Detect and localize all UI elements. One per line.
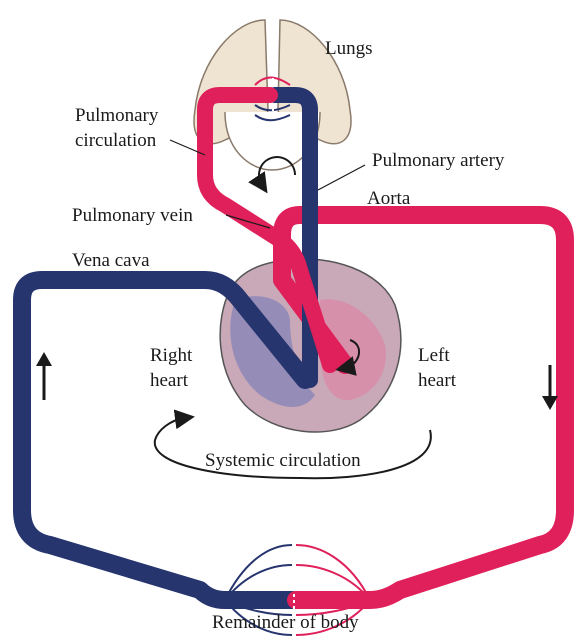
down-arrow-icon [542, 365, 558, 410]
right-heart-label-line2: heart [150, 370, 188, 392]
lungs-label: Lungs [325, 38, 373, 60]
left-heart-label-line1: Left [418, 345, 450, 367]
systemic-venous-vessel [22, 280, 305, 600]
pulmonary-circulation-label-line2: circulation [75, 130, 156, 152]
aorta-label: Aorta [367, 188, 410, 210]
pulmonary-vein-label: Pulmonary vein [72, 205, 193, 227]
remainder-of-body-label: Remainder of body [212, 612, 359, 634]
systemic-circulation-label: Systemic circulation [205, 450, 361, 472]
left-heart-label-line2: heart [418, 370, 456, 392]
up-arrow-icon [36, 352, 52, 400]
pulmonary-circulation-label-line1: Pulmonary [75, 105, 158, 127]
right-heart-label-line1: Right [150, 345, 192, 367]
pulmonary-artery-label: Pulmonary artery [372, 150, 504, 172]
vena-cava-label: Vena cava [72, 250, 150, 272]
